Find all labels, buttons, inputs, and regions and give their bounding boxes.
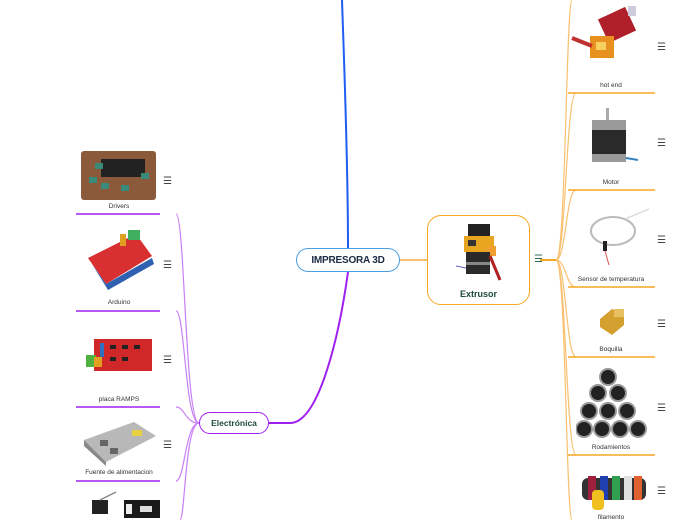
- root-label: IMPRESORA 3D: [311, 254, 385, 266]
- placa-ramps-menu-icon[interactable]: ☰: [163, 355, 172, 366]
- motor-menu-icon[interactable]: ☰: [657, 138, 666, 149]
- fuente-image: [84, 422, 156, 466]
- leaf-label-rodamientos: Rodamientos: [591, 444, 631, 451]
- extrusor-label: Extrusor: [459, 289, 497, 299]
- link-boquilla: [555, 259, 577, 358]
- hot-end-menu-icon[interactable]: ☰: [657, 42, 666, 53]
- leaf-label-fuente: Fuente de alimentacion: [85, 469, 153, 476]
- leaf-label-arduino: Arduino: [107, 299, 131, 306]
- sensor-menu-icon[interactable]: ☰: [657, 235, 666, 246]
- drivers-menu-icon[interactable]: ☰: [163, 176, 172, 187]
- link-arduino: [175, 310, 200, 424]
- leaf-label-drivers: Drivers: [108, 203, 130, 210]
- branch-line-top: [341, 0, 349, 249]
- leaf-label-motor: Motor: [602, 179, 620, 186]
- fuente-menu-icon[interactable]: ☰: [163, 440, 172, 451]
- link-hot-end: [555, 92, 577, 261]
- link-ramps: [175, 406, 200, 424]
- rodamientos-image: [576, 368, 647, 438]
- rodamientos-menu-icon[interactable]: ☰: [657, 403, 666, 414]
- boquilla-image: [600, 309, 624, 335]
- arduino-image: [88, 230, 154, 290]
- link-drivers: [175, 213, 200, 424]
- leaf-label-sensor: Sensor de temperatura: [577, 276, 645, 283]
- finales-carrera-image: [92, 491, 160, 518]
- sensor-image: [590, 208, 650, 266]
- root-node[interactable]: IMPRESORA 3D: [296, 248, 400, 272]
- electronica-node[interactable]: Electrónica: [199, 412, 269, 434]
- extrusor-image: [456, 224, 502, 281]
- extrusor-menu-icon[interactable]: ☰: [534, 254, 543, 265]
- boquilla-menu-icon[interactable]: ☰: [657, 319, 666, 330]
- electronica-label: Electrónica: [211, 418, 257, 428]
- hot-end-image: [571, 6, 637, 58]
- filamento-image: [582, 476, 646, 510]
- leaf-label-hot-end: hot end: [600, 82, 622, 89]
- link-motor: [555, 189, 577, 261]
- filamento-menu-icon[interactable]: ☰: [657, 486, 666, 497]
- leaf-label-filamento: filamento: [597, 514, 625, 521]
- drivers-image: [81, 151, 156, 200]
- leaf-label-boquilla: Boquilla: [599, 346, 623, 353]
- link-fuente: [175, 422, 200, 482]
- link-filamento: [555, 259, 573, 520]
- leaf-label-placa-ramps: placa RAMPS: [98, 396, 140, 403]
- extrusor-node[interactable]: Extrusor: [427, 215, 530, 305]
- link-finales: [179, 422, 200, 520]
- arduino-menu-icon[interactable]: ☰: [163, 260, 172, 271]
- placa-ramps-image: [86, 339, 152, 371]
- branch-line-electronica: [269, 271, 349, 424]
- motor-image: [592, 108, 638, 162]
- link-rodamientos: [555, 259, 577, 456]
